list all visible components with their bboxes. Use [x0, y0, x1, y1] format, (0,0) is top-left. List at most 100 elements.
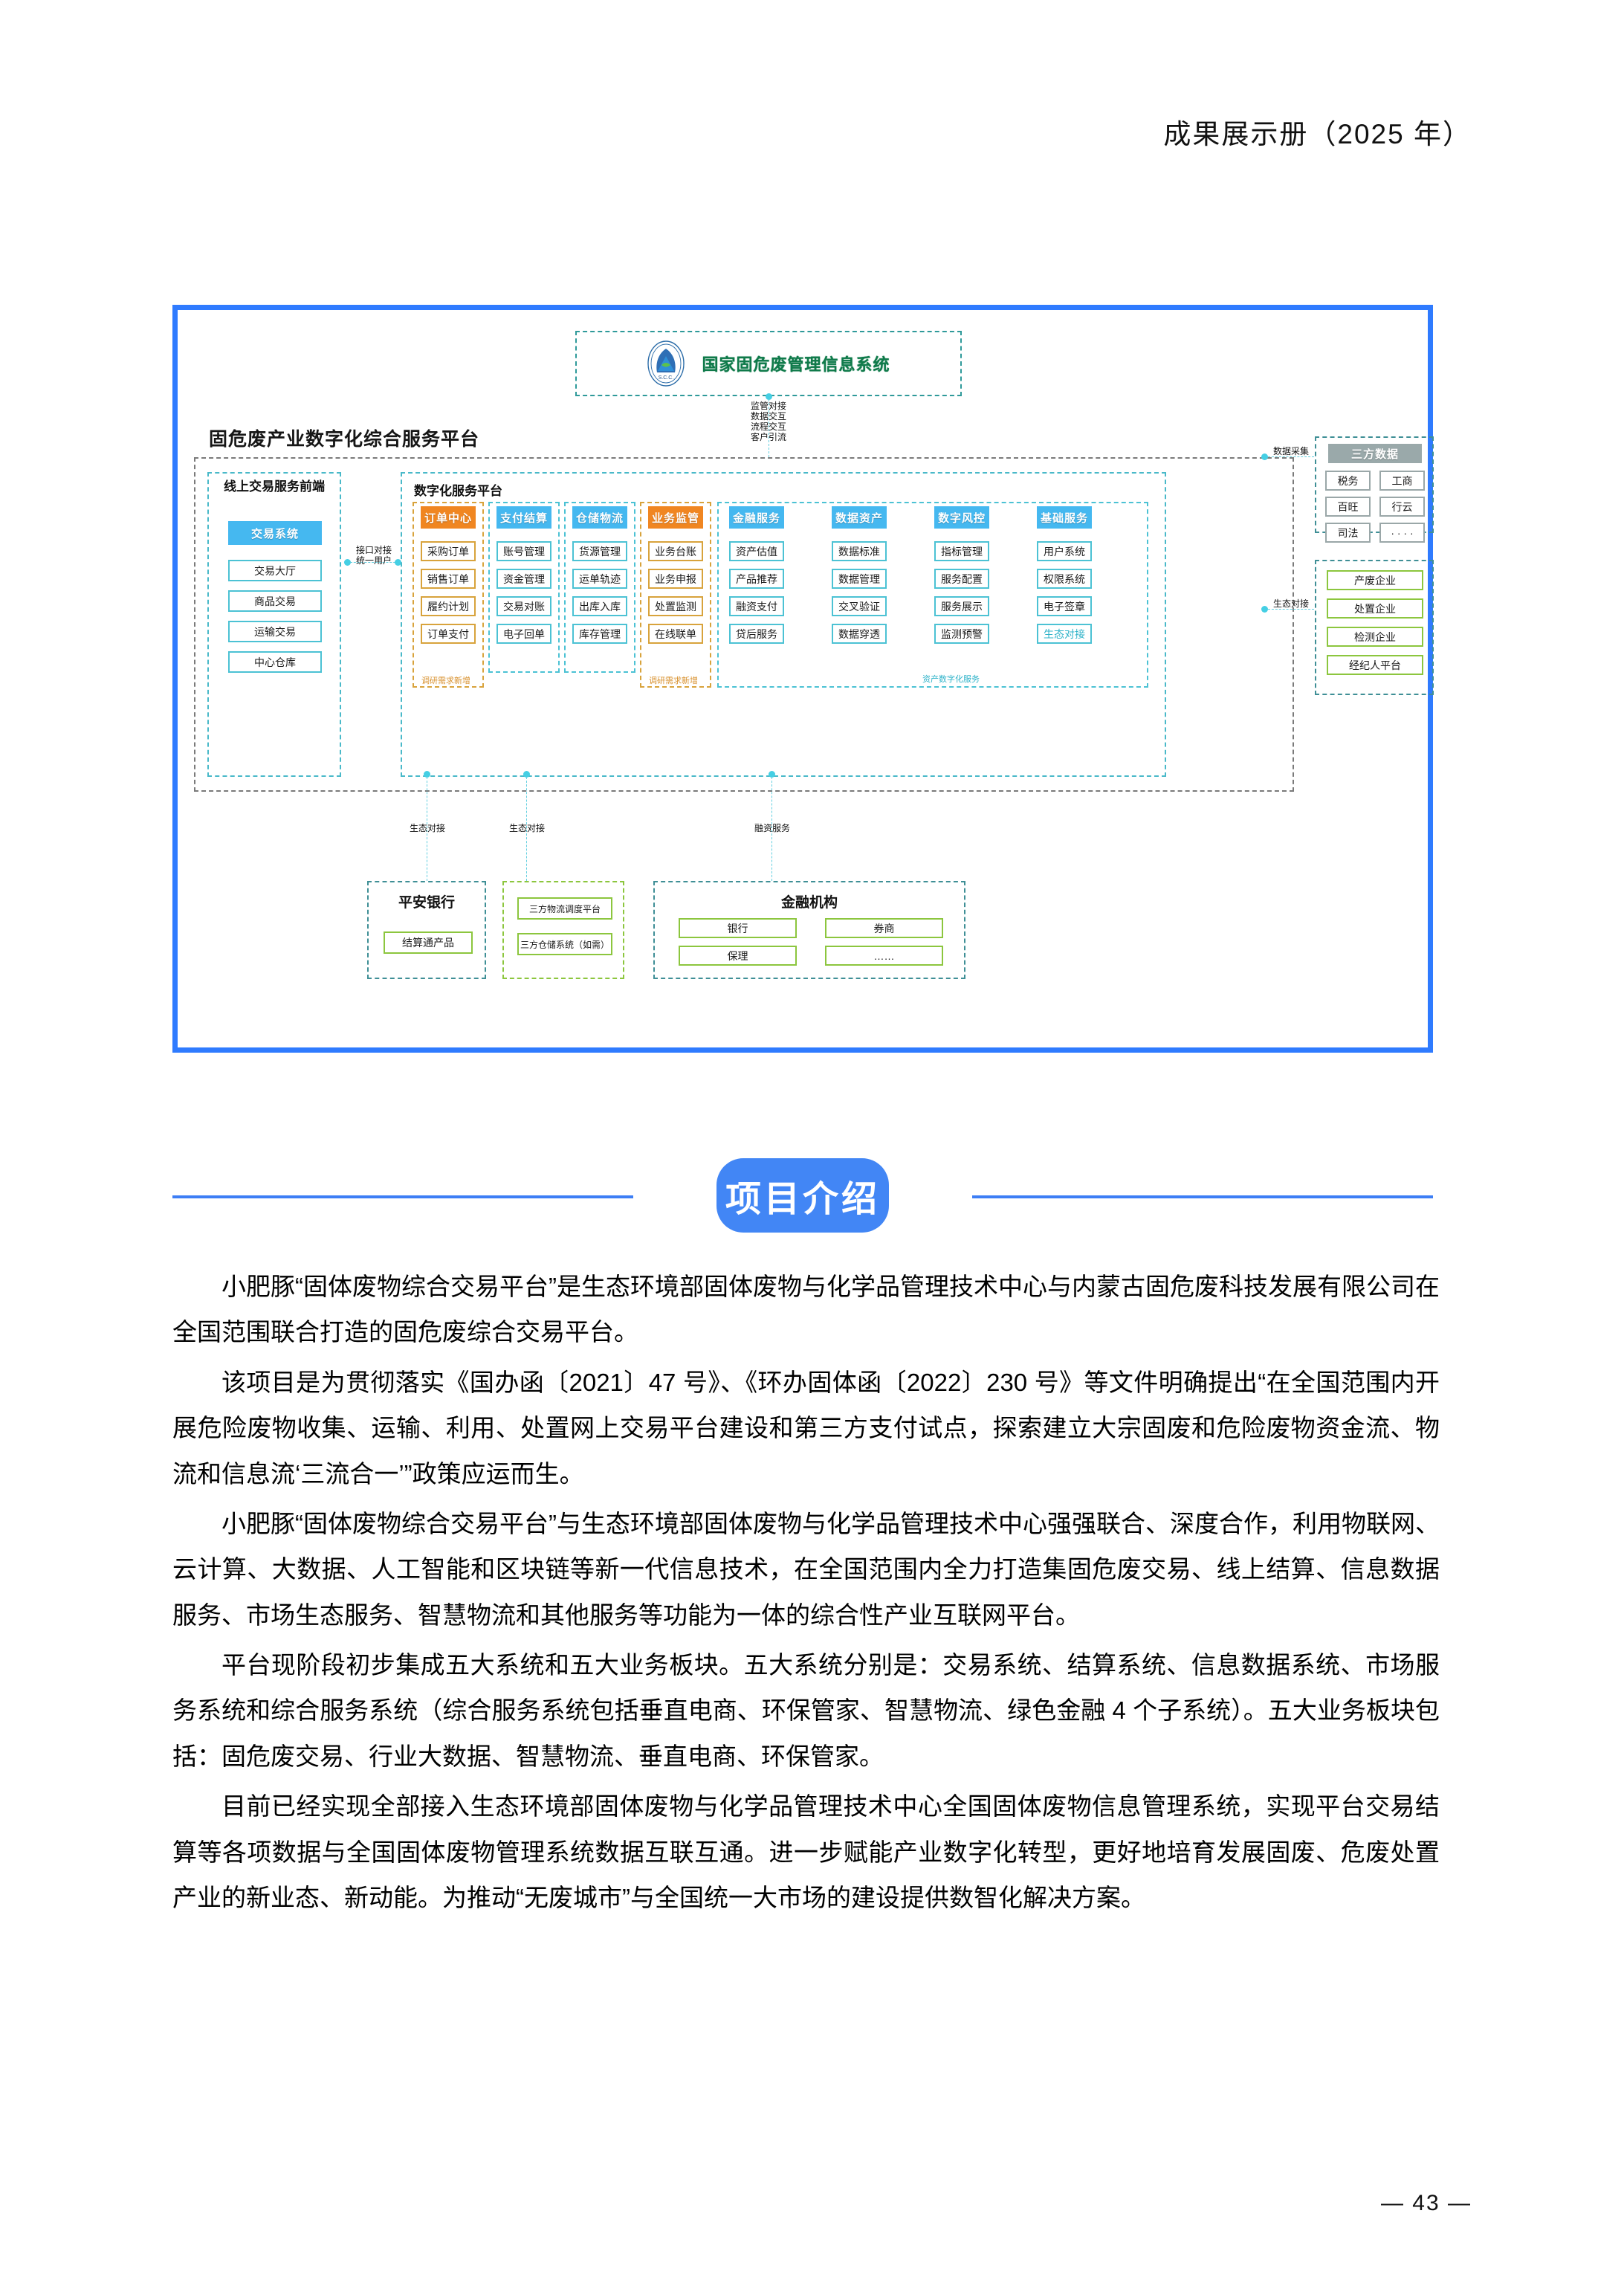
logistics-item[interactable]: 三方仓储系统（如需）	[517, 933, 612, 955]
dsp-column-basic-service: 基础服务 用户系统 权限系统 电子签章 生态对接	[1037, 506, 1092, 651]
front-end-header[interactable]: 交易系统	[228, 521, 322, 545]
connector-line	[1268, 609, 1314, 610]
dsp-item[interactable]: 销售订单	[421, 569, 476, 589]
finance-item[interactable]: 银行	[679, 918, 797, 938]
bank-item[interactable]: 结算通产品	[384, 931, 473, 954]
dsp-item[interactable]: 用户系统	[1037, 541, 1092, 561]
third-party-item[interactable]: 司法	[1325, 523, 1371, 543]
dsp-item[interactable]: 数据标准	[832, 541, 887, 561]
connector-dot	[1261, 453, 1268, 460]
front-end-title: 线上交易服务前端	[224, 479, 325, 494]
dsp-column-supervision: 业务监管 业务台账 业务申报 处置监测 在线联单	[648, 506, 703, 651]
connector-line	[526, 777, 527, 881]
dsp-group-payment	[488, 502, 560, 673]
third-party-header: 三方数据	[1328, 444, 1422, 463]
bank-box: 平安银行 结算通产品	[367, 881, 486, 979]
dsp-column-header[interactable]: 支付结算	[496, 506, 551, 529]
bottom-connector-label: 生态对接	[508, 823, 545, 833]
dsp-item[interactable]: 服务展示	[934, 596, 989, 616]
finance-item[interactable]: 保理	[679, 946, 797, 966]
connector-dot	[523, 771, 530, 778]
front-end-item[interactable]: 运输交易	[228, 621, 322, 642]
dsp-item[interactable]: 监测预警	[934, 624, 989, 644]
eco-enterprise-item[interactable]: 处置企业	[1327, 598, 1423, 619]
dsp-item[interactable]: 处置监测	[648, 596, 703, 616]
eco-enterprise-box: 产废企业 处置企业 检测企业 经纪人平台	[1315, 560, 1434, 695]
section-title: 项目介绍	[716, 1158, 889, 1233]
dsp-column-warehouse: 仓储物流 货源管理 运单轨迹 出库入库 库存管理	[572, 506, 627, 651]
dsp-item[interactable]: 履约计划	[421, 596, 476, 616]
dsp-item[interactable]: 运单轨迹	[572, 569, 627, 589]
dsp-item[interactable]: 指标管理	[934, 541, 989, 561]
logistics-item[interactable]: 三方物流调度平台	[517, 897, 612, 920]
dsp-item[interactable]: 资产估值	[729, 541, 784, 561]
bottom-connector-label: 融资服务	[754, 823, 790, 833]
third-party-item[interactable]: 工商	[1379, 471, 1425, 491]
front-end-item[interactable]: 交易大厅	[228, 560, 322, 581]
third-party-item[interactable]: · · · ·	[1379, 523, 1425, 543]
connector-label-line: 流程交互	[750, 422, 786, 433]
dsp-column-header[interactable]: 基础服务	[1037, 506, 1092, 529]
connector-dot	[1261, 606, 1268, 613]
survey-group-2	[640, 502, 711, 688]
dsp-item[interactable]: 电子签章	[1037, 596, 1092, 616]
front-end-box: 线上交易服务前端 交易系统 交易大厅 商品交易 运输交易 中心仓库	[207, 472, 341, 777]
dsp-item[interactable]: 出库入库	[572, 596, 627, 616]
dsp-item[interactable]: 货源管理	[572, 541, 627, 561]
finance-item[interactable]: 券商	[825, 918, 943, 938]
eco-enterprise-item[interactable]: 产废企业	[1327, 570, 1423, 590]
dsp-item[interactable]: 服务配置	[934, 569, 989, 589]
running-header: 成果展示册（2025 年）	[1163, 119, 1472, 149]
dsp-item[interactable]: 贷后服务	[729, 624, 784, 644]
dsp-column-order-center: 订单中心 采购订单 销售订单 履约计划 订单支付	[421, 506, 476, 651]
dsp-group-logistics	[564, 502, 635, 673]
dsp-column-finance: 金融服务 资产估值 产品推荐 融资支付 贷后服务	[729, 506, 784, 651]
dsp-item[interactable]: 交叉验证	[832, 596, 887, 616]
third-party-item[interactable]: 百旺	[1325, 497, 1371, 517]
dsp-column-header[interactable]: 业务监管	[648, 506, 703, 529]
third-party-item[interactable]: 税务	[1325, 471, 1371, 491]
dsp-item[interactable]: 库存管理	[572, 624, 627, 644]
third-party-item[interactable]: 行云	[1379, 497, 1425, 517]
dsp-item[interactable]: 账号管理	[496, 541, 551, 561]
dsp-item[interactable]: 资金管理	[496, 569, 551, 589]
finance-item[interactable]: ……	[825, 946, 943, 966]
paragraph: 平台现阶段初步集成五大系统和五大业务板块。五大系统分别是：交易系统、结算系统、信…	[172, 1651, 1440, 1770]
eco-enterprise-item[interactable]: 检测企业	[1327, 627, 1423, 647]
dsp-item[interactable]: 交易对账	[496, 596, 551, 616]
top-connector-label: 监管对接 数据交互 流程交互 客户引流	[724, 401, 813, 443]
paragraph: 小肥豚“固体废物综合交易平台”与生态环境部固体废物与化学品管理技术中心强强联合、…	[172, 1509, 1440, 1629]
front-end-item[interactable]: 中心仓库	[228, 651, 322, 673]
dsp-item[interactable]: 电子回单	[496, 624, 551, 644]
eco-enterprise-item[interactable]: 经纪人平台	[1327, 655, 1423, 675]
connector-dot	[766, 393, 772, 400]
dsp-item[interactable]: 采购订单	[421, 541, 476, 561]
dsp-item[interactable]: 数据穿透	[832, 624, 887, 644]
dsp-item[interactable]: 业务台账	[648, 541, 703, 561]
dsp-item[interactable]: 产品推荐	[729, 569, 784, 589]
front-end-item[interactable]: 商品交易	[228, 590, 322, 612]
dsp-item[interactable]: 订单支付	[421, 624, 476, 644]
digital-service-platform-box: 数字化服务平台 调研需求新增 调研需求新增 资产数字化服务 订单中心	[401, 472, 1166, 777]
third-party-logistics-box: 三方物流调度平台 三方仓储系统（如需）	[502, 881, 624, 979]
dsp-item[interactable]: 融资支付	[729, 596, 784, 616]
connector-dot	[395, 559, 401, 566]
dsp-group-services	[717, 502, 1148, 688]
dsp-item[interactable]: 权限系统	[1037, 569, 1092, 589]
scc-emblem-icon: S.C.C.	[647, 340, 685, 387]
dsp-column-header[interactable]: 数据资产	[832, 506, 887, 529]
note-survey-2: 调研需求新增	[649, 676, 698, 685]
dsp-column-header[interactable]: 金融服务	[729, 506, 784, 529]
dsp-column-header[interactable]: 仓储物流	[572, 506, 627, 529]
connector-line	[350, 562, 399, 563]
interface-connector-label: 接口对接 统一用户	[349, 545, 399, 566]
dsp-item[interactable]: 业务申报	[648, 569, 703, 589]
connector-label-line: 客户引流	[750, 432, 786, 443]
paragraph: 该项目是为贯彻落实《国办函〔2021〕47 号》、《环办固体函〔2022〕230…	[172, 1368, 1440, 1488]
dsp-column-header[interactable]: 订单中心	[421, 506, 476, 529]
dsp-item[interactable]: 数据管理	[832, 569, 887, 589]
connector-dot	[769, 771, 775, 778]
dsp-item[interactable]: 在线联单	[648, 624, 703, 644]
dsp-item-eco-dock[interactable]: 生态对接	[1037, 624, 1092, 644]
dsp-column-header[interactable]: 数字风控	[934, 506, 989, 529]
